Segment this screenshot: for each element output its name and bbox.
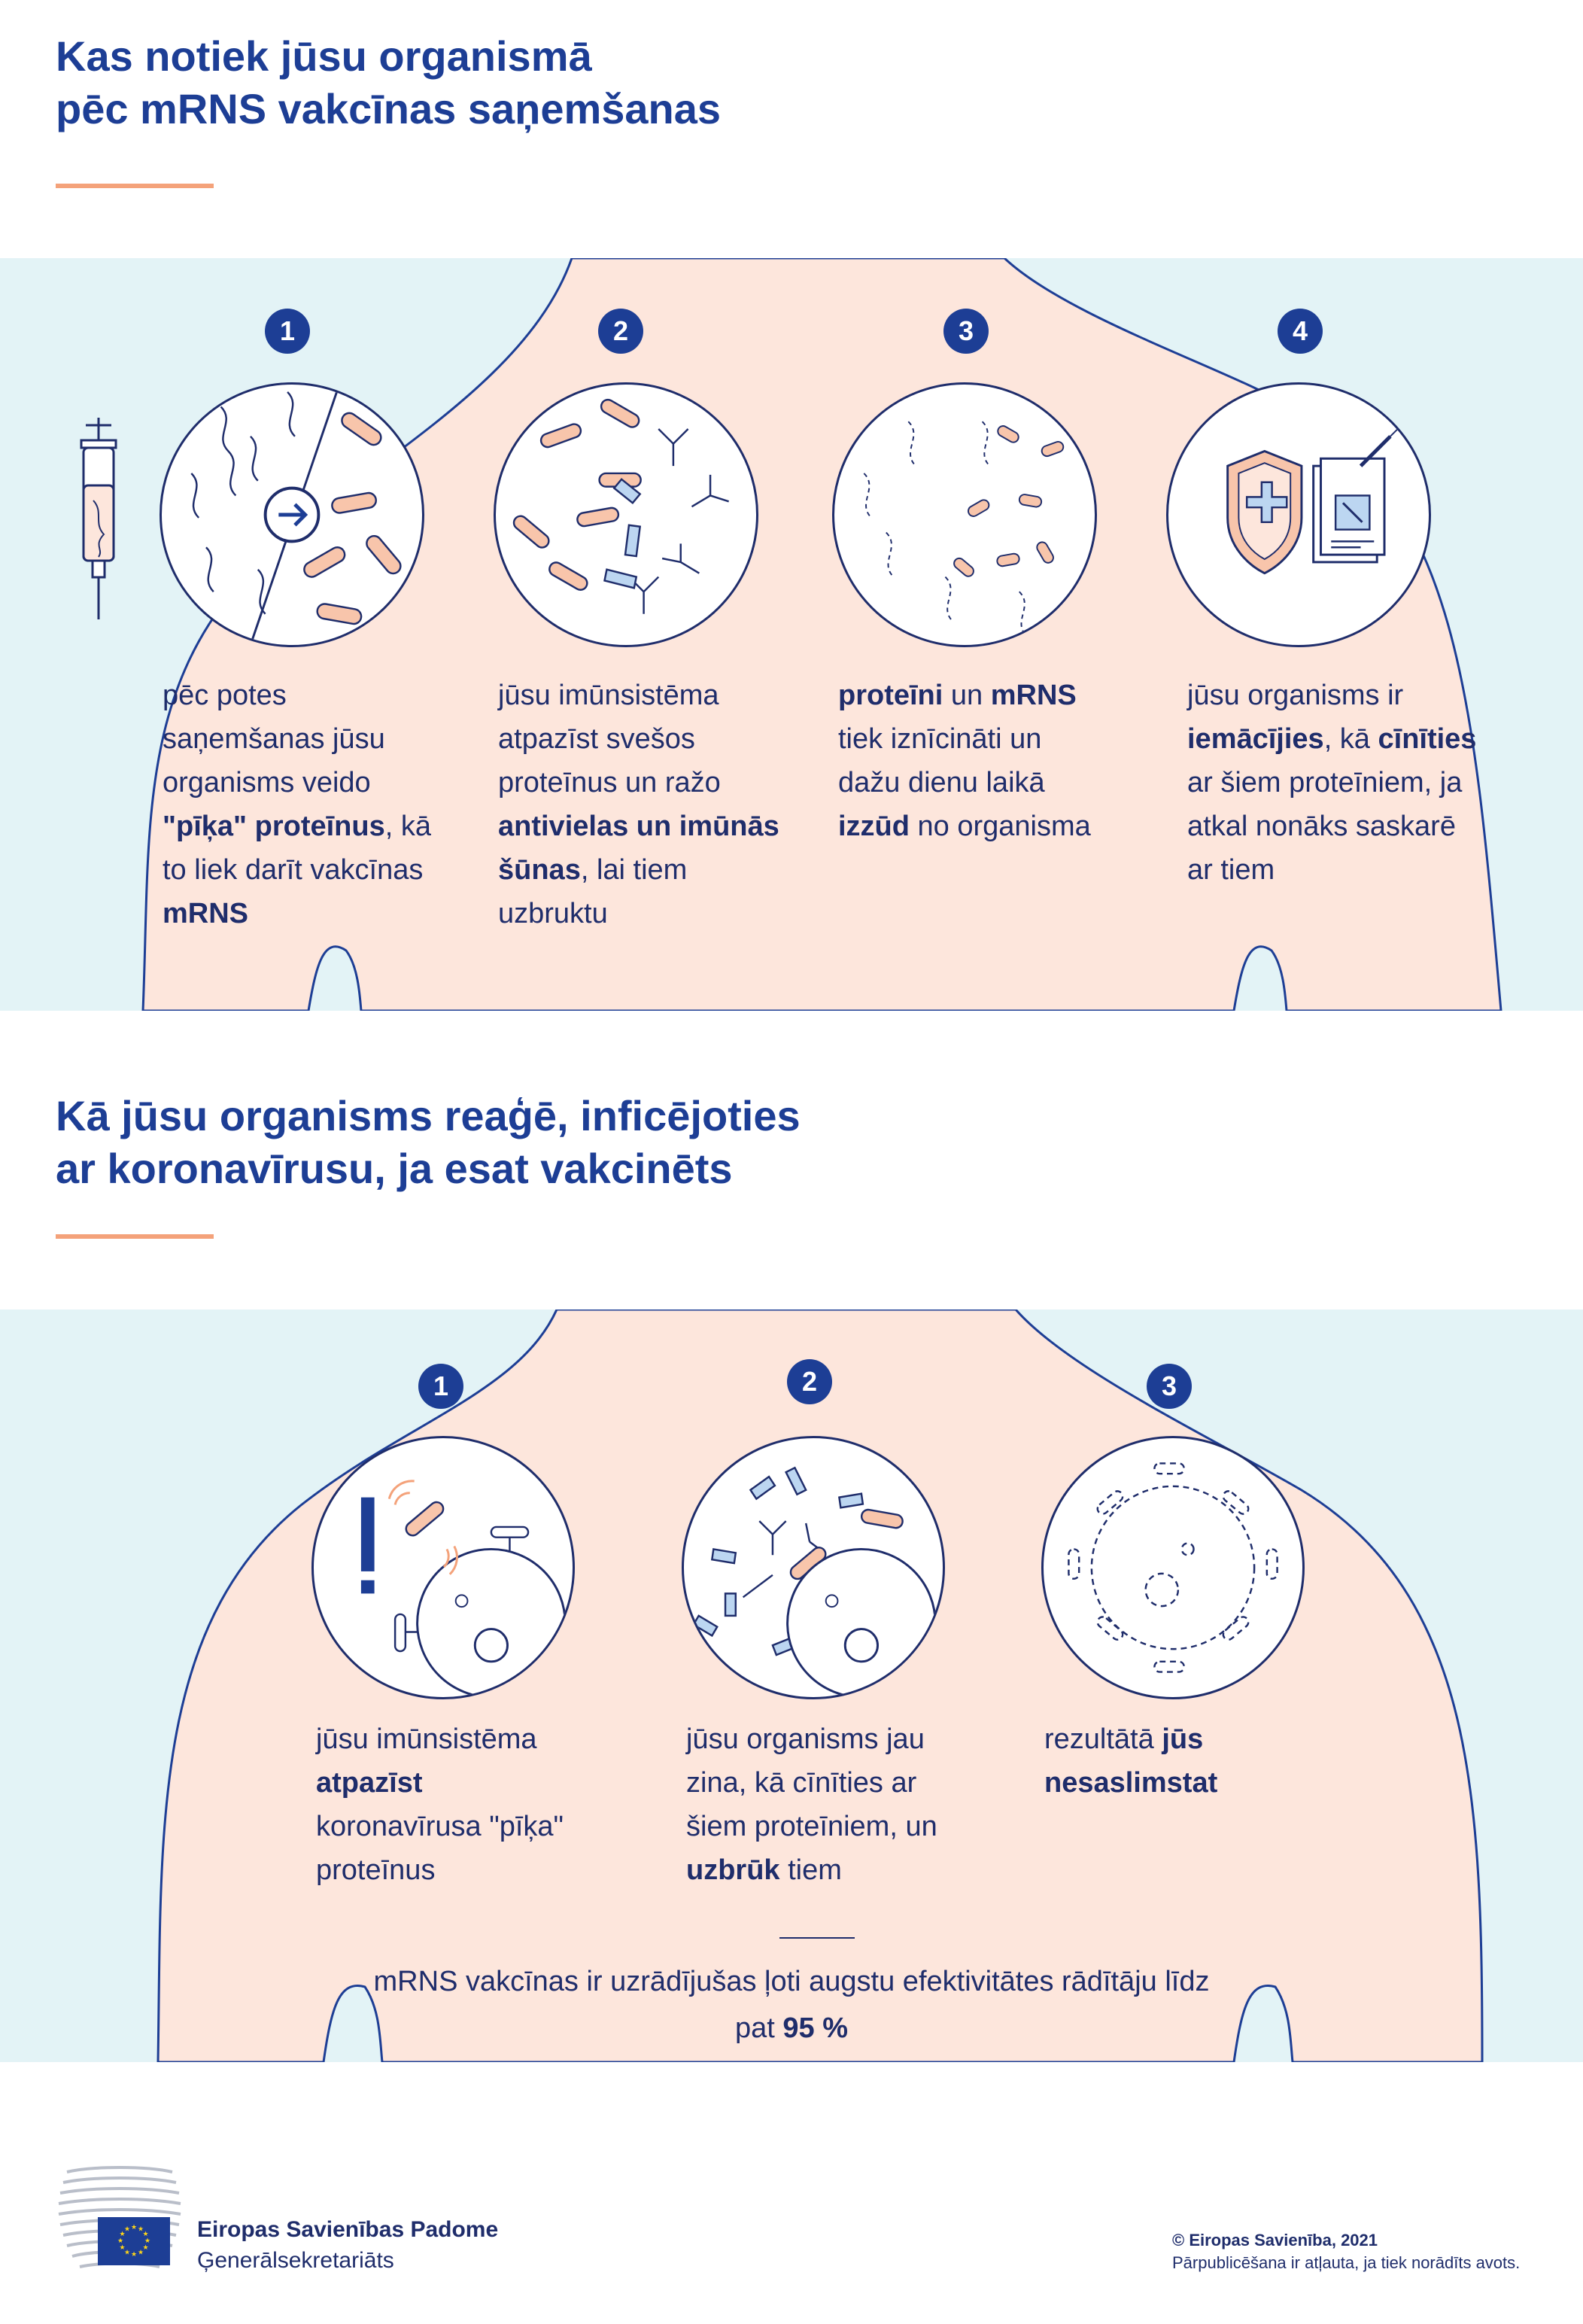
text-line: atpazīst (316, 1767, 423, 1799)
text-line: atpazīst svešos (498, 723, 695, 755)
text-line: atkal nonāks saskarē (1187, 811, 1456, 842)
text-line: jūsu imūnsistēma (498, 680, 719, 711)
section1-title-line1: Kas notiek jūsu organismā (56, 32, 592, 80)
text-line: zina, kā cīnīties ar (686, 1767, 917, 1799)
section1-step3-illustration (832, 382, 1097, 647)
svg-text:★: ★ (138, 2249, 144, 2257)
section1-step1-illustration (160, 382, 424, 647)
copyright-line: © Eiropas Savienība, 2021 (1172, 2231, 1378, 2249)
text-line: antivielas un imūnās (498, 811, 779, 842)
arrow-right-icon (278, 503, 308, 527)
svg-text:★: ★ (124, 2249, 130, 2257)
section2-step3-illustration (1041, 1436, 1305, 1699)
section2-step1-illustration (311, 1436, 575, 1699)
section1-title-underline (56, 184, 214, 188)
text-line: nesaslimstat (1044, 1767, 1218, 1799)
text-line: iemācījies, kā cīnīties (1187, 723, 1477, 755)
svg-text:★: ★ (142, 2231, 148, 2238)
syringe-icon (72, 418, 125, 621)
efficacy-divider (779, 1937, 855, 1939)
efficacy-line1: mRNS vakcīnas ir uzrādījušas ļoti augstu… (373, 1966, 1210, 1997)
text-line: proteīnus (316, 1854, 436, 1886)
section1-title: Kas notiek jūsu organismā pēc mRNS vakcī… (56, 30, 721, 135)
efficacy-line2: pat 95 % (734, 2012, 848, 2044)
text-line: ar šiem proteīniem, ja (1187, 767, 1463, 798)
text-line: tiek iznīcināti un (838, 723, 1042, 755)
svg-text:★: ★ (124, 2226, 130, 2234)
efficacy-value: 95 % (782, 2012, 848, 2044)
svg-text:★: ★ (131, 2251, 137, 2259)
text-line: pēc potes (163, 680, 287, 711)
text-line: to liek darīt vakcīnas (163, 854, 424, 886)
section1-step4-illustration (1166, 382, 1431, 647)
section2-title-underline (56, 1234, 214, 1239)
organization-name: Eiropas Savienības Padome (197, 2217, 499, 2242)
svg-text:★: ★ (119, 2244, 125, 2252)
section2-step2-number: 2 (787, 1359, 832, 1404)
text-line: proteīnus un ražo (498, 767, 721, 798)
section2-step2-text: jūsu organisms jau zina, kā cīnīties ar … (686, 1717, 1002, 1892)
section1-title-line2: pēc mRNS vakcīnas saņemšanas (56, 85, 722, 132)
svg-text:★: ★ (131, 2224, 137, 2231)
text-line: rezultātā jūs (1044, 1723, 1204, 1755)
section2-title-line2: ar koronavīrusu, ja esat vakcinēts (56, 1145, 733, 1192)
section1-step2-number: 2 (598, 309, 643, 354)
efficacy-note: mRNS vakcīnas ir uzrādījušas ļoti augstu… (316, 1958, 1267, 2052)
exclamation-icon (360, 1497, 375, 1594)
section2-title-line1: Kā jūsu organisms reaģē, inficējoties (56, 1092, 801, 1139)
section2-step3-number: 3 (1147, 1364, 1192, 1409)
section2-step2-illustration (682, 1436, 945, 1699)
text-line: mRNS (163, 898, 249, 929)
text-line: uzbruktu (498, 898, 608, 929)
section1-step3-text: proteīni un mRNS tiek iznīcināti un dažu… (838, 674, 1154, 848)
section2-step1-text: jūsu imūnsistēma atpazīst koronavīrusa "… (316, 1717, 632, 1892)
text-line: organisms veido (163, 767, 371, 798)
shield-cross-icon (1226, 449, 1303, 575)
section2-title: Kā jūsu organisms reaģē, inficējoties ar… (56, 1090, 801, 1195)
svg-text:★: ★ (142, 2244, 148, 2252)
text-line: jūsu imūnsistēma (316, 1723, 537, 1755)
text-line: ar tiem (1187, 854, 1275, 886)
text-line: izzūd no organisma (838, 811, 1091, 842)
text-line: jūsu organisms ir (1187, 680, 1404, 711)
text-line: jūsu organisms jau (686, 1723, 925, 1755)
svg-text:★: ★ (138, 2226, 144, 2234)
section1-step4-text: jūsu organisms ir iemācījies, kā cīnītie… (1187, 674, 1503, 892)
section1-step4-number: 4 (1278, 309, 1323, 354)
text-line: koronavīrusa "pīķa" (316, 1811, 564, 1842)
section1-step2-text: jūsu imūnsistēma atpazīst svešos proteīn… (498, 674, 807, 935)
copyright-notice: © Eiropas Savienība, 2021 Pārpublicēšana… (1172, 2229, 1533, 2274)
text-line: šiem proteīniem, un (686, 1811, 937, 1842)
svg-text:★: ★ (119, 2231, 125, 2238)
section1-step1-text: pēc potes saņemšanas jūsu organisms veid… (163, 674, 456, 935)
text-line: uzbrūk tiem (686, 1854, 842, 1886)
text-line: šūnas, lai tiem (498, 854, 688, 886)
text-line: "pīķa" proteīnus, kā (163, 811, 431, 842)
section1-step2-illustration (494, 382, 758, 647)
document-syringe-icon (1312, 427, 1400, 564)
reuse-line: Pārpublicēšana ir atļauta, ja tiek norād… (1172, 2253, 1521, 2272)
text-line: dažu dienu laikā (838, 767, 1045, 798)
section2-step1-number: 1 (418, 1364, 463, 1409)
section2-step3-text: rezultātā jūs nesaslimstat (1044, 1717, 1360, 1805)
text-line: saņemšanas jūsu (163, 723, 385, 755)
section1-step3-number: 3 (943, 309, 989, 354)
eu-flag-icon: ★★★ ★★★ ★★★ ★★★ (98, 2217, 170, 2265)
section1-step1-number: 1 (265, 309, 310, 354)
text-line: proteīni un mRNS (838, 680, 1077, 711)
svg-text:★: ★ (117, 2237, 123, 2245)
organization-subtitle: Ģenerālsekretariāts (197, 2248, 394, 2273)
svg-text:★: ★ (144, 2237, 150, 2245)
